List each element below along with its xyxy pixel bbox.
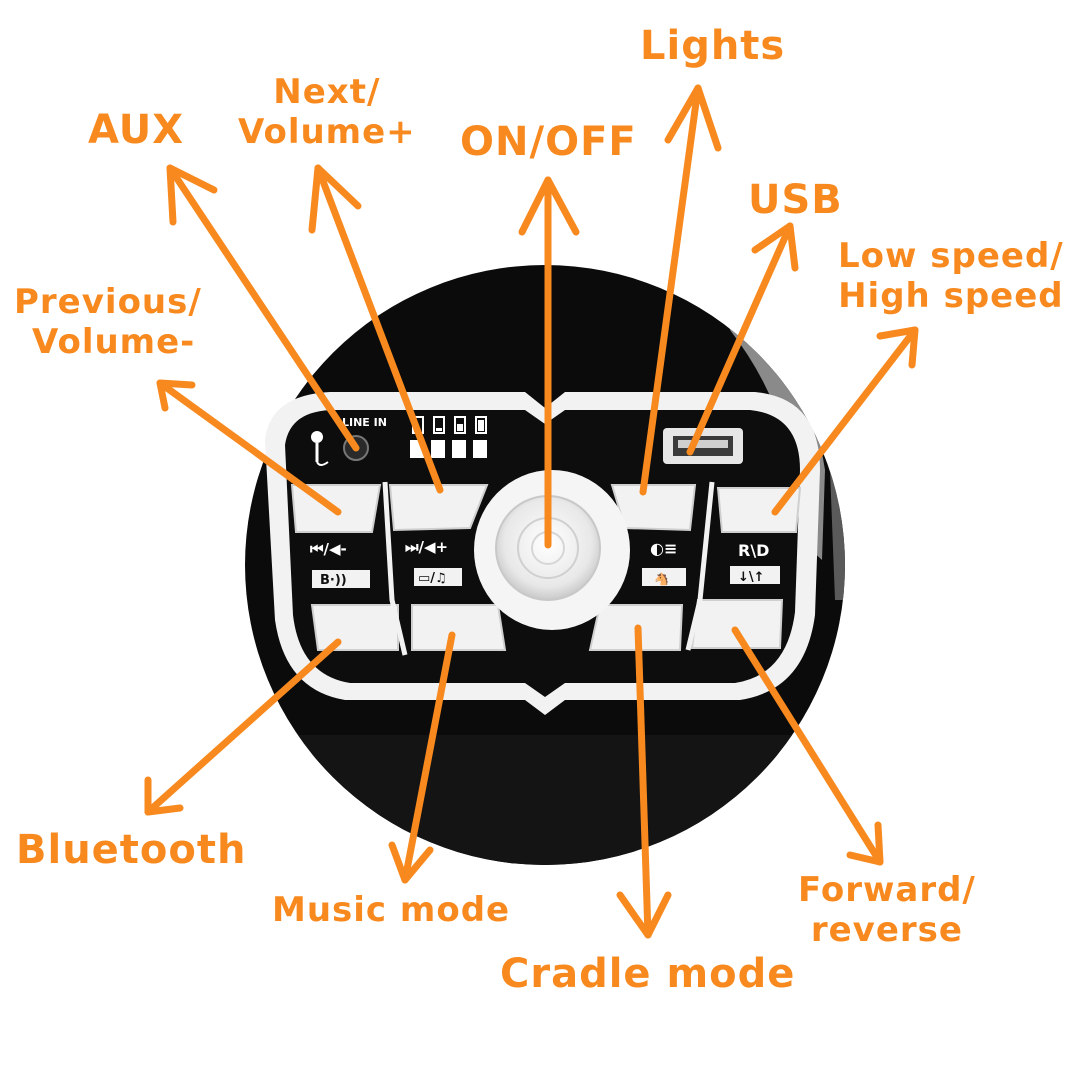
- callout-bluetooth: Bluetooth: [16, 827, 247, 873]
- direction-symbol: ↓\↑: [738, 570, 765, 585]
- callout-usb: USB: [748, 177, 843, 223]
- callout-forward-line2: reverse: [810, 910, 963, 950]
- callout-lights: Lights: [640, 23, 786, 69]
- line-in-label: LINE IN: [342, 416, 387, 429]
- power-button-icon[interactable]: [474, 470, 630, 630]
- next-symbol: ⏭/◀+: [405, 538, 448, 556]
- callout-next-volume: Next/ Volume+: [238, 72, 416, 152]
- callout-next-line1: Next/: [273, 72, 381, 112]
- callout-previous-line1: Previous/: [14, 282, 202, 322]
- cradle-symbol: 🐴: [654, 572, 669, 586]
- prev-symbol: ⏮/◀-: [310, 540, 347, 558]
- bluetooth-button[interactable]: [310, 604, 399, 651]
- callout-on-off: ON/OFF: [460, 119, 637, 165]
- usb-port-icon: [663, 428, 743, 464]
- callout-aux: AUX: [88, 107, 185, 153]
- speed-button[interactable]: [716, 487, 802, 533]
- lights-symbol: ◐≡: [650, 539, 677, 558]
- callout-speed: Low speed/ High speed: [838, 236, 1064, 316]
- music-symbol: ▭/♫: [418, 571, 447, 586]
- microphone-icon: [311, 431, 329, 466]
- callout-forward-reverse: Forward/ reverse: [798, 870, 976, 950]
- speed-symbol: R\D: [738, 541, 769, 560]
- callout-next-line2: Volume+: [238, 112, 416, 152]
- callout-music-mode: Music mode: [272, 890, 511, 930]
- callout-arrows: [144, 84, 919, 939]
- callout-forward-line1: Forward/: [798, 870, 976, 910]
- music-mode-button[interactable]: [411, 604, 507, 651]
- callout-cradle-mode: Cradle mode: [500, 951, 796, 997]
- callout-previous-line2: Volume-: [32, 322, 196, 362]
- forward-reverse-button[interactable]: [690, 599, 784, 649]
- bluetooth-symbol: B·)): [320, 573, 347, 588]
- callout-speed-line1: Low speed/: [838, 236, 1064, 276]
- callout-previous-volume: Previous/ Volume-: [14, 282, 202, 362]
- callout-speed-line2: High speed: [838, 276, 1064, 316]
- next-button[interactable]: [388, 484, 489, 532]
